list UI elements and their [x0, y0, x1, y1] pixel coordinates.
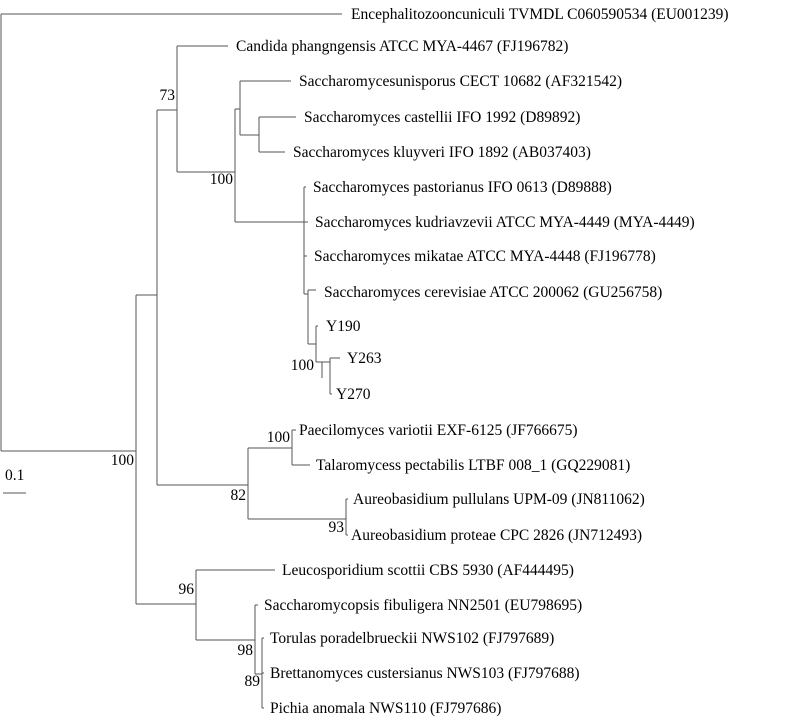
- strain-accession: NWS102 (FJ797689): [421, 630, 554, 647]
- isolate-name: Y190: [326, 318, 361, 335]
- strain-accession: IFO 1992 (D89892): [456, 109, 580, 126]
- bootstrap-value: 100: [210, 171, 234, 188]
- strain-accession: CPC 2826 (JN712493): [500, 527, 642, 544]
- species-name: Saccharomyces pastorianus: [313, 179, 484, 196]
- species-name: Saccharomyces mikatae: [314, 248, 463, 265]
- bootstrap-value: 82: [231, 487, 247, 504]
- species-name: Torulas poradelbrueckii: [270, 630, 418, 647]
- taxon-label: Candida phangngensis ATCC MYA-4467 (FJ19…: [236, 38, 568, 55]
- bootstrap-value: 100: [291, 357, 315, 374]
- strain-accession: IFO 0613 (D89888): [488, 179, 612, 196]
- bootstrap-value: 100: [111, 452, 135, 469]
- strain-accession: LTBF 008_1 (GQ229081): [468, 457, 630, 474]
- strain-accession: CECT 10682 (AF321542): [460, 73, 622, 90]
- taxon-label: Saccharomyces castellii IFO 1992 (D89892…: [304, 109, 580, 126]
- species-name: Candida phangngensis: [236, 38, 376, 55]
- taxon-label: Leucosporidium scottii CBS 5930 (AF44449…: [282, 562, 574, 579]
- tree-branches: [0, 13, 348, 709]
- taxon-label: Saccharomyces mikatae ATCC MYA-4448 (FJ1…: [314, 248, 656, 265]
- taxon-label: Paecilomyces variotii EXF-6125 (JF766675…: [299, 422, 578, 439]
- species-name: Aureobasidium proteae: [351, 527, 496, 544]
- species-name: Saccharomyces kluyveri: [293, 144, 446, 161]
- taxon-label: Aureobasidium proteae CPC 2826 (JN712493…: [351, 527, 642, 544]
- taxon-label: Brettanomyces custersianus NWS103 (FJ797…: [270, 665, 580, 682]
- strain-accession: TVMDL C060590534 (EU001239): [509, 6, 729, 23]
- bootstrap-value: 93: [329, 519, 345, 536]
- taxon-label: Saccharomycesunisporus CECT 10682 (AF321…: [299, 73, 622, 90]
- taxon-label: Encephalitozooncuniculi TVMDL C060590534…: [351, 6, 729, 23]
- taxon-label: Pichia anomala NWS110 (FJ797686): [270, 700, 501, 717]
- bootstrap-value: 96: [179, 581, 195, 598]
- species-name: Saccharomyces cerevisiae: [324, 284, 486, 301]
- strain-accession: ATCC MYA-4448 (FJ196778): [466, 248, 655, 265]
- species-name: Leucosporidium scottii: [282, 562, 426, 579]
- taxon-label: Saccharomyces kudriavzevii ATCC MYA-4449…: [315, 214, 695, 231]
- scale-label: 0.1: [5, 467, 24, 484]
- species-name: Talaromycess pectabilis: [316, 457, 464, 474]
- bootstrap-values: 73 100 100 100 100 82 93 96 98 89: [111, 87, 345, 690]
- bootstrap-value: 73: [160, 87, 176, 104]
- taxon-label: Y190: [326, 318, 361, 335]
- taxon-label: Talaromycess pectabilis LTBF 008_1 (GQ22…: [316, 457, 630, 474]
- taxon-labels: Encephalitozooncuniculi TVMDL C060590534…: [236, 6, 729, 717]
- strain-accession: IFO 1892 (AB037403): [449, 144, 591, 161]
- taxon-label: Aureobasidium pullulans UPM-09 (JN811062…: [353, 491, 645, 508]
- strain-accession: NWS103 (FJ797688): [446, 665, 579, 682]
- species-name: Saccharomyces castellii: [304, 109, 453, 126]
- species-name: Encephalitozooncuniculi: [351, 6, 506, 23]
- species-name: Paecilomyces variotii: [299, 422, 434, 439]
- taxon-label: Y270: [336, 386, 371, 403]
- taxon-label: Saccharomyces kluyveri IFO 1892 (AB03740…: [293, 144, 591, 161]
- taxon-label: Y263: [347, 350, 382, 367]
- taxon-label: Saccharomyces cerevisiae ATCC 200062 (GU…: [324, 284, 662, 301]
- strain-accession: NWS110 (FJ797686): [369, 700, 501, 717]
- taxon-label: Torulas poradelbrueckii NWS102 (FJ797689…: [270, 630, 554, 647]
- species-name: Pichia anomala: [270, 700, 365, 717]
- strain-accession: ATCC 200062 (GU256758): [489, 284, 662, 301]
- isolate-name: Y270: [336, 386, 371, 403]
- strain-accession: ATCC MYA-4449 (MYA-4449): [496, 214, 695, 231]
- strain-accession: ATCC MYA-4467 (FJ196782): [379, 38, 568, 55]
- taxon-label: Saccharomycopsis fibuligera NN2501 (EU79…: [264, 597, 582, 614]
- species-name: Saccharomyces kudriavzevii: [315, 214, 493, 231]
- strain-accession: NN2501 (EU798695): [447, 597, 582, 614]
- species-name: Saccharomycesunisporus: [299, 73, 456, 90]
- taxon-label: Saccharomyces pastorianus IFO 0613 (D898…: [313, 179, 612, 196]
- bootstrap-value: 89: [245, 673, 261, 690]
- strain-accession: UPM-09 (JN811062): [513, 491, 645, 508]
- species-name: Brettanomyces custersianus: [270, 665, 443, 682]
- species-name: Aureobasidium pullulans: [353, 491, 509, 508]
- strain-accession: EXF-6125 (JF766675): [437, 422, 578, 439]
- strain-accession: CBS 5930 (AF444495): [429, 562, 574, 579]
- bootstrap-value: 100: [267, 429, 291, 446]
- species-name: Saccharomycopsis fibuligera: [264, 597, 444, 614]
- isolate-name: Y263: [347, 350, 382, 367]
- bootstrap-value: 98: [238, 642, 254, 659]
